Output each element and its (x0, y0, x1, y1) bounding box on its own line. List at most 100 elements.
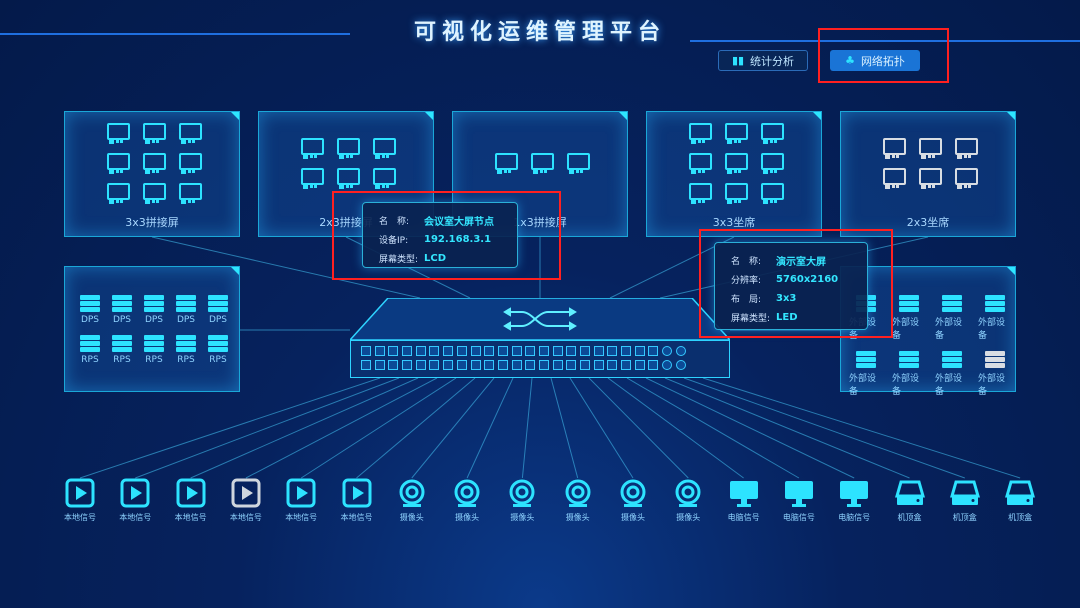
port (497, 360, 508, 370)
tooltip-key: 屏幕类型: (379, 255, 419, 265)
port (621, 360, 632, 370)
monitor-icon (178, 183, 202, 205)
source-device[interactable]: 本地信号 (163, 478, 219, 523)
external-device-item[interactable]: 外部设备 (892, 351, 926, 397)
device-label: 摄像头 (399, 513, 424, 522)
server-item[interactable]: RPS (143, 335, 165, 365)
network-topology-button[interactable]: ♣网络拓扑 (830, 50, 920, 71)
monitor-icon (178, 123, 202, 145)
source-device[interactable]: 本地信号 (273, 478, 329, 523)
server-item[interactable]: DPS (111, 295, 133, 325)
device-label: 本地信号 (64, 513, 96, 522)
switch-top (350, 298, 730, 340)
screen-panel[interactable]: 3x3拼接屏 (64, 111, 240, 237)
port (456, 360, 467, 370)
external-device-item[interactable]: 外部设备 (978, 295, 1012, 341)
monitor-icon (142, 153, 166, 175)
tooltip-value: 3x3 (776, 293, 797, 304)
device-label: 电脑信号 (727, 513, 760, 522)
server-item[interactable]: DPS (79, 295, 101, 325)
port (456, 346, 467, 356)
screen-panel[interactable]: 2x3坐席 (840, 111, 1016, 237)
server-item[interactable]: DPS (207, 295, 229, 325)
external-device-panel[interactable]: 外部设备外部设备外部设备外部设备外部设备外部设备外部设备外部设备 (840, 266, 1016, 397)
monitor-icon (142, 123, 166, 145)
port (470, 346, 481, 356)
device-label: 本地信号 (285, 513, 318, 522)
screen-panel[interactable]: 2x3拼接屏 (258, 111, 434, 237)
source-device[interactable]: 摄像头 (494, 478, 550, 523)
port (648, 346, 659, 356)
device-label: 机顶盒 (952, 513, 977, 522)
device-label: 摄像头 (510, 513, 535, 522)
source-device[interactable]: 摄像头 (605, 478, 661, 523)
tooltip-key: 分辨率: (731, 276, 762, 286)
server-item[interactable]: RPS (175, 335, 197, 365)
camera-icon (563, 478, 593, 508)
source-device[interactable]: 摄像头 (550, 478, 606, 523)
panel-label: 2x3坐席 (906, 216, 950, 229)
external-device-item[interactable]: 外部设备 (849, 351, 883, 397)
monitor-icon (688, 153, 712, 175)
source-device[interactable]: 电脑信号 (771, 478, 827, 523)
port (361, 360, 371, 370)
port (621, 346, 632, 356)
port (607, 346, 618, 356)
monitor-icon (300, 138, 324, 160)
network-switch[interactable] (350, 340, 730, 378)
server-item[interactable]: DPS (175, 295, 197, 325)
source-device[interactable]: 本地信号 (329, 478, 385, 523)
screen-panel[interactable]: 3x3坐席 (646, 111, 822, 237)
port (648, 360, 659, 370)
monitor-icon (178, 153, 202, 175)
dps-rps-panel[interactable]: DPS DPS DPS DPS DPS RPS RPS RPS RPS RPS (64, 266, 240, 392)
monitor-icon (688, 183, 712, 205)
camera-icon (507, 478, 537, 508)
port (388, 346, 399, 356)
port (497, 346, 508, 356)
external-device-item[interactable]: 外部设备 (935, 295, 969, 341)
port (443, 346, 454, 356)
monitor-icon (336, 138, 360, 160)
port (484, 346, 495, 356)
monitor-icon (954, 138, 978, 160)
port (415, 360, 426, 370)
panel-label: 3x3拼接屏 (125, 216, 179, 229)
source-device[interactable]: 摄像头 (384, 478, 440, 523)
device-label: 机顶盒 (897, 513, 922, 522)
port (580, 346, 590, 356)
monitor-icon (530, 153, 554, 175)
server-item[interactable]: RPS (79, 335, 101, 365)
monitor-icon (882, 168, 906, 190)
source-device[interactable]: 机顶盒 (992, 478, 1048, 523)
round-port (675, 346, 686, 356)
source-device[interactable]: 本地信号 (52, 478, 108, 523)
server-item[interactable]: DPS (143, 295, 165, 325)
external-device-item[interactable]: 外部设备 (978, 351, 1012, 397)
source-device[interactable]: 本地信号 (218, 478, 274, 523)
highlight-box (818, 28, 949, 83)
source-device[interactable]: 机顶盒 (937, 478, 993, 523)
source-device[interactable]: 电脑信号 (716, 478, 772, 523)
tooltip-key: 屏幕类型: (731, 314, 771, 324)
port (525, 360, 536, 370)
server-item[interactable]: RPS (111, 335, 133, 365)
stats-analysis-button[interactable]: ▮▮统计分析 (718, 50, 808, 71)
external-device-item[interactable]: 外部设备 (935, 351, 969, 397)
port (593, 346, 604, 356)
source-device[interactable]: 摄像头 (439, 478, 495, 523)
source-device[interactable]: 本地信号 (107, 478, 163, 523)
server-item[interactable]: RPS (207, 335, 229, 365)
tooltip-value: 演示室大屏 (776, 257, 826, 268)
monitor-icon (918, 168, 942, 190)
source-device[interactable]: 摄像头 (660, 478, 716, 523)
port (538, 346, 549, 356)
source-device[interactable]: 机顶盒 (882, 478, 938, 523)
external-device-item[interactable]: 外部设备 (892, 295, 926, 341)
source-device[interactable]: 电脑信号 (826, 478, 882, 523)
port (538, 360, 549, 370)
monitor-icon (918, 138, 942, 160)
port (443, 360, 454, 370)
highlight-box (699, 229, 893, 338)
